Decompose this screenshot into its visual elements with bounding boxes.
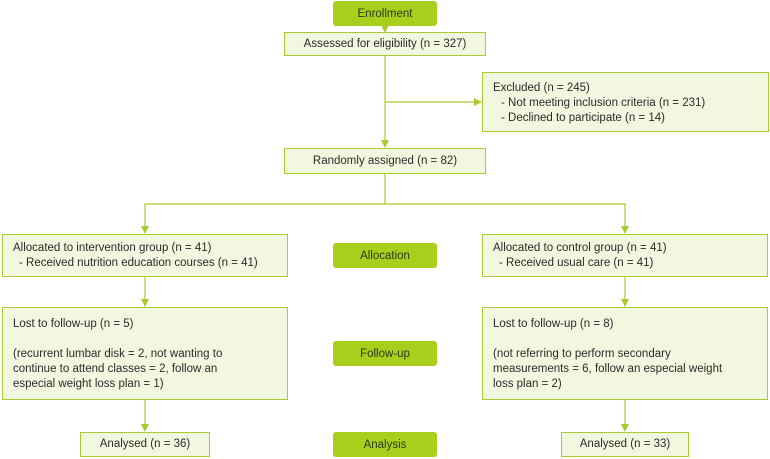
arrow-to-control [385, 203, 629, 234]
intervention-lost-box: Lost to follow-up (n = 5) (recurrent lum… [2, 307, 288, 400]
excluded-item: - Declined to participate (n = 14) [501, 112, 665, 124]
control-lost-reason: (not referring to perform secondary [493, 348, 671, 360]
intervention-allocated-box: Allocated to intervention group (n = 41)… [2, 234, 288, 277]
followup-label: Follow-up [333, 341, 437, 366]
intervention-allocated-text: Allocated to intervention group (n = 41) [13, 242, 212, 254]
intervention-analysed-text: Analysed (n = 36) [99, 438, 191, 450]
intervention-lost-text: Lost to follow-up (n = 5) [13, 318, 134, 330]
intervention-lost-reason: (recurrent lumbar disk = 2, not wanting … [13, 348, 223, 360]
intervention-lost-reason: continue to attend classes = 2, follow a… [13, 363, 218, 375]
analysis-label: Analysis [333, 432, 437, 457]
intervention-lost-reason: especial weight loss plan = 1) [13, 378, 164, 390]
arrow-to-intervention [141, 174, 386, 234]
control-lost-reason: measurements = 6, follow an especial wei… [493, 363, 723, 375]
control-allocated-box: Allocated to control group (n = 41) - Re… [482, 234, 768, 277]
control-analysed-text: Analysed (n = 33) [579, 438, 671, 450]
control-lost-text: Lost to follow-up (n = 8) [493, 318, 614, 330]
enrollment-label: Enrollment [333, 1, 437, 26]
excluded-box: Excluded (n = 245) - Not meeting inclusi… [482, 72, 769, 132]
control-allocated-text: Allocated to control group (n = 41) [493, 242, 667, 254]
intervention-analysed-box: Analysed (n = 36) [80, 432, 210, 457]
excluded-item: - Not meeting inclusion criteria (n = 23… [501, 97, 706, 109]
randomized-text: Randomly assigned (n = 82) [312, 154, 458, 167]
intervention-allocated-detail: - Received nutrition education courses (… [19, 257, 258, 269]
control-analysed-box: Analysed (n = 33) [561, 432, 689, 457]
control-allocated-detail: - Received usual care (n = 41) [499, 257, 654, 269]
eligibility-box: Assessed for eligibility (n = 327) [284, 32, 486, 56]
control-lost-box: Lost to follow-up (n = 8) (not referring… [482, 307, 768, 400]
allocation-label: Allocation [333, 243, 437, 268]
randomized-box: Randomly assigned (n = 82) [284, 148, 486, 174]
eligibility-text: Assessed for eligibility (n = 327) [303, 37, 467, 50]
control-lost-reason: loss plan = 2) [493, 378, 562, 390]
excluded-title: Excluded (n = 245) [493, 82, 590, 94]
